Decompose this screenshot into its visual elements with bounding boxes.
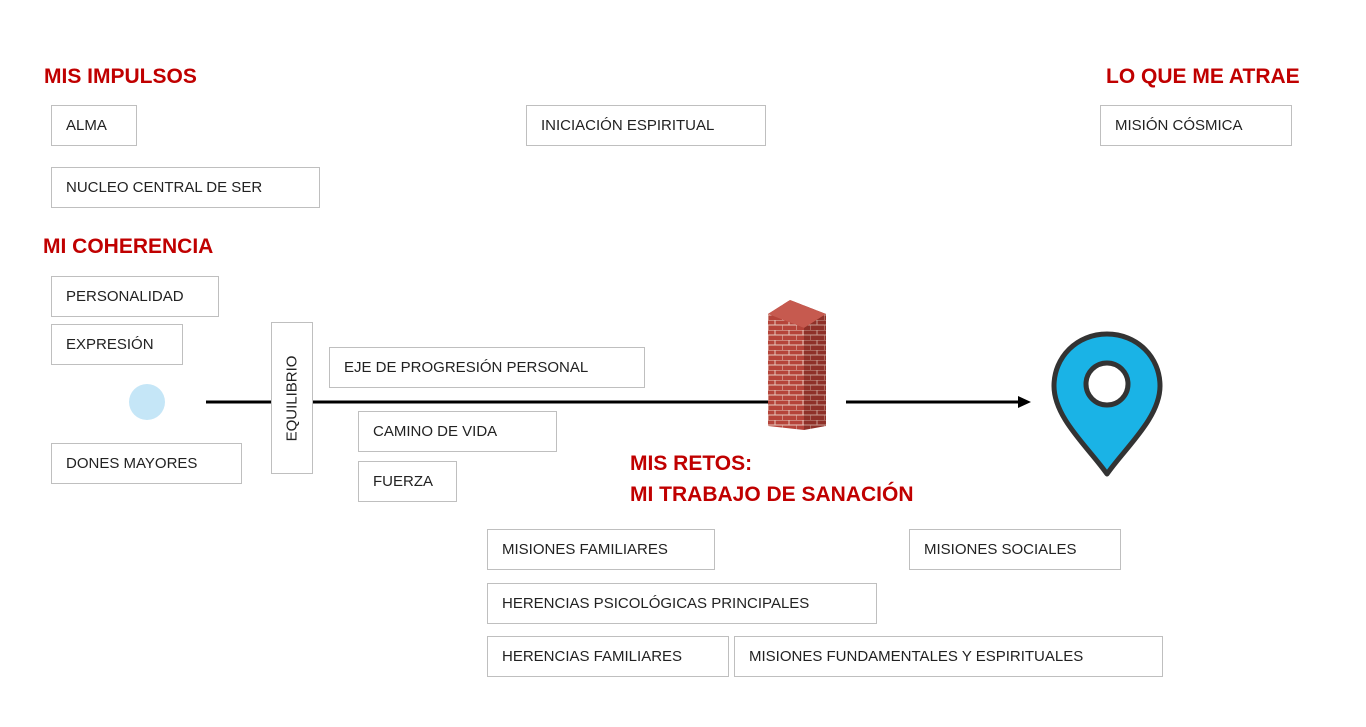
location-pin-icon — [1051, 331, 1163, 477]
box-equilibrio: EQUILIBRIO — [271, 322, 313, 474]
heading-lo-que-me-atrae: LO QUE ME ATRAE — [1106, 65, 1300, 88]
box-misiones-familiares: MISIONES FAMILIARES — [487, 529, 715, 570]
box-fuerza: FUERZA — [358, 461, 457, 502]
brick-wall-icon — [768, 300, 826, 430]
box-personalidad: PERSONALIDAD — [51, 276, 219, 317]
heading-trabajo-de-sanacion: MI TRABAJO DE SANACIÓN — [630, 483, 914, 506]
box-misiones-sociales: MISIONES SOCIALES — [909, 529, 1121, 570]
box-expresion: EXPRESIÓN — [51, 324, 183, 365]
box-dones-mayores: DONES MAYORES — [51, 443, 242, 484]
heading-mis-impulsos: MIS IMPULSOS — [44, 65, 197, 88]
box-herencias-familiares: HERENCIAS FAMILIARES — [487, 636, 729, 677]
heading-mis-retos: MIS RETOS: — [630, 452, 753, 475]
heading-mi-coherencia: MI COHERENCIA — [43, 235, 214, 258]
arrow-head-icon — [1018, 396, 1031, 408]
start-circle-icon — [129, 384, 165, 420]
box-alma: ALMA — [51, 105, 137, 146]
box-misiones-fundamentales: MISIONES FUNDAMENTALES Y ESPIRITUALES — [734, 636, 1163, 677]
box-iniciacion-espiritual: INICIACIÓN ESPIRITUAL — [526, 105, 766, 146]
box-eje-de-progresion: EJE DE PROGRESIÓN PERSONAL — [329, 347, 645, 388]
box-camino-de-vida: CAMINO DE VIDA — [358, 411, 557, 452]
box-herencias-psicologicas: HERENCIAS PSICOLÓGICAS PRINCIPALES — [487, 583, 877, 624]
box-mision-cosmica: MISIÓN CÓSMICA — [1100, 105, 1292, 146]
box-nucleo-central: NUCLEO CENTRAL DE SER — [51, 167, 320, 208]
